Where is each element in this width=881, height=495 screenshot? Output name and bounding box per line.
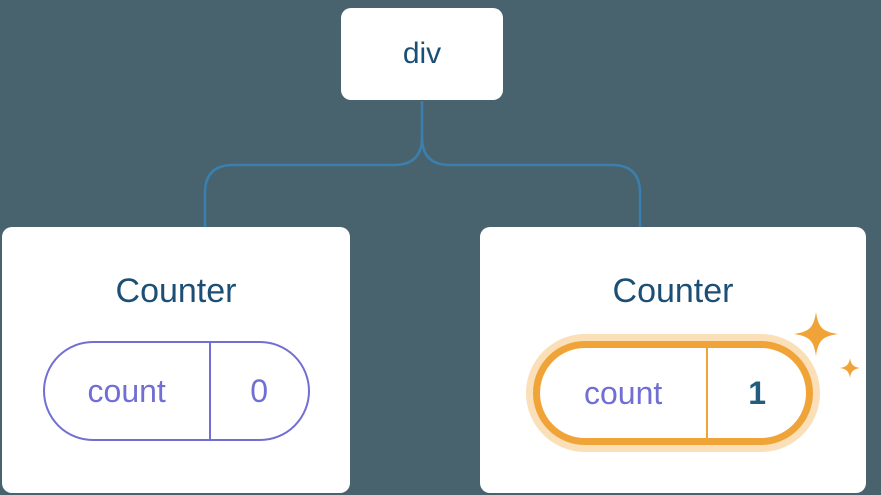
pill-divider bbox=[208, 343, 211, 439]
state-value: 1 bbox=[748, 374, 766, 411]
tree-node-div: div bbox=[341, 8, 503, 100]
connector-right bbox=[420, 136, 642, 228]
counter-card-2: Counter count 1 bbox=[480, 227, 866, 493]
state-pill: count 0 bbox=[42, 341, 310, 441]
state-value: 0 bbox=[250, 372, 269, 409]
state-key-label: count bbox=[87, 372, 166, 409]
card-title: Counter bbox=[115, 272, 237, 310]
card-title: Counter bbox=[612, 272, 734, 310]
pill-divider bbox=[706, 348, 709, 438]
state-pill-highlighted: count 1 bbox=[533, 341, 813, 445]
state-key-label: count bbox=[583, 374, 663, 411]
counter-card-1: Counter count 0 bbox=[2, 227, 350, 493]
tree-node-div-label: div bbox=[402, 37, 442, 70]
connector-left bbox=[203, 101, 424, 228]
